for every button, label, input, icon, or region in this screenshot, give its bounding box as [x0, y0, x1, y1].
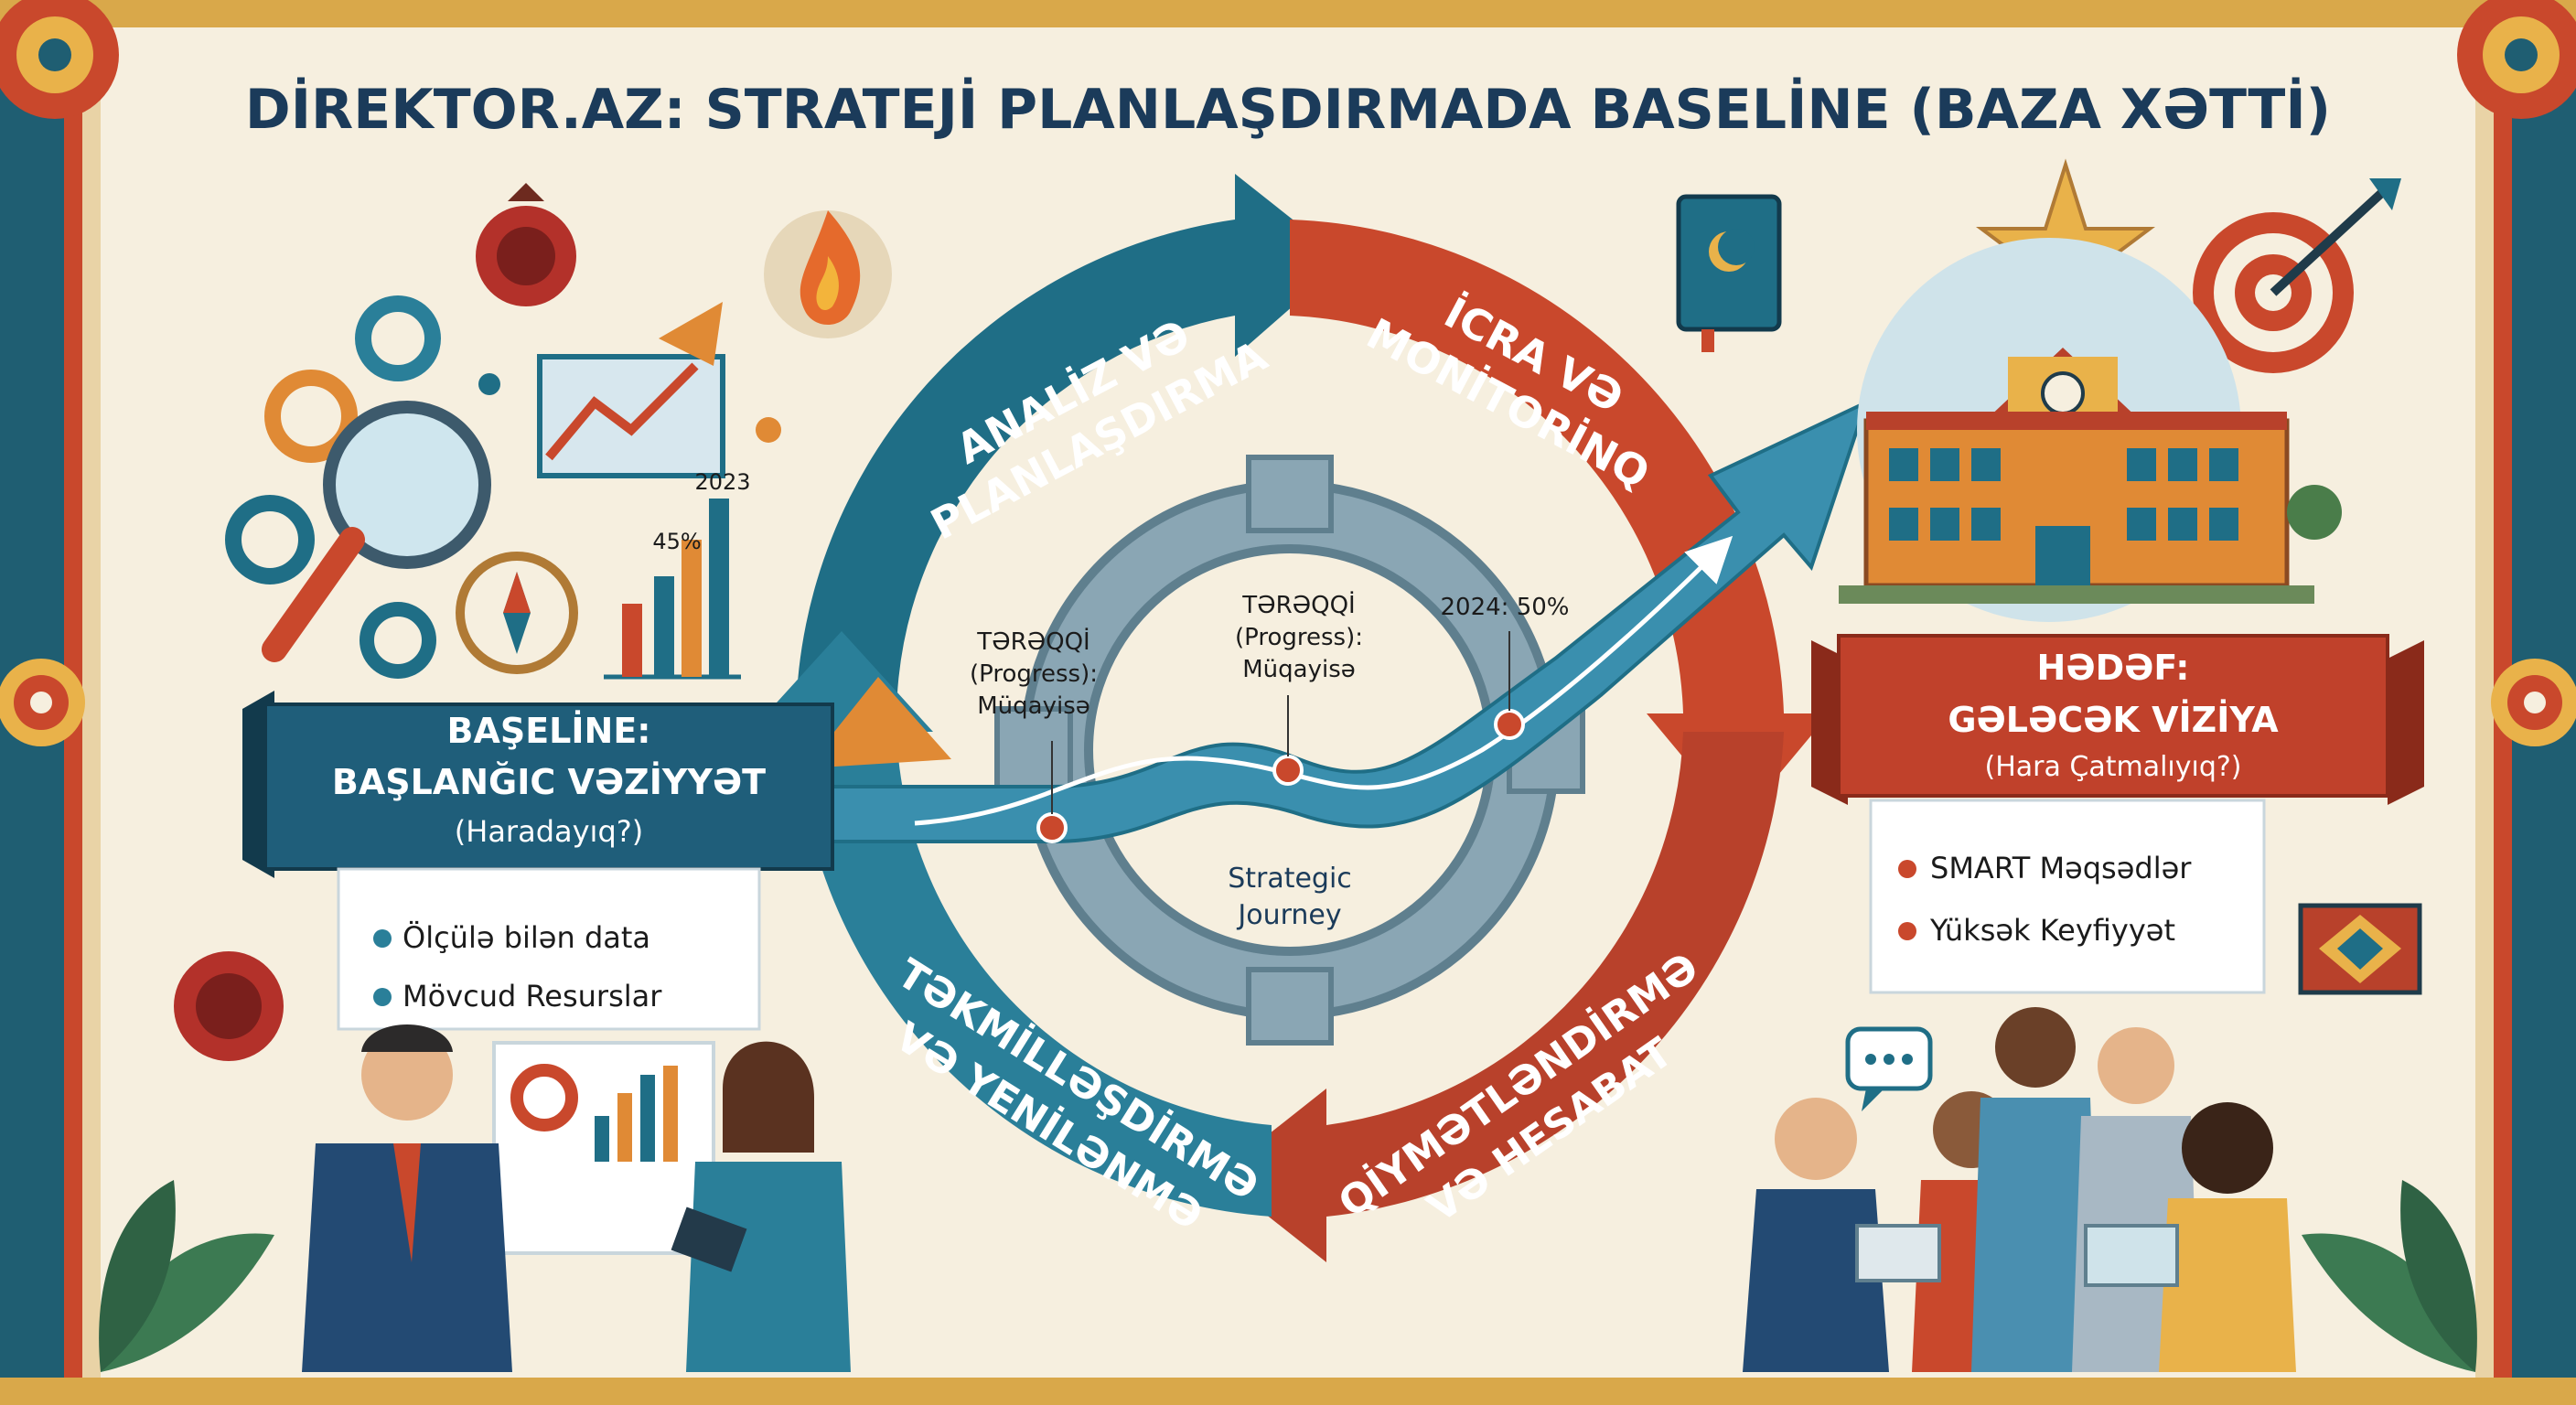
left-icon-cluster: 2023 45%: [225, 183, 892, 680]
goal-question: (Hara Çatmalıyıq?): [1984, 751, 2241, 783]
leaf-ornament-bottom-right: [2302, 1180, 2477, 1372]
progress-path-band: [821, 399, 1870, 843]
goal-title: HƏDƏF:: [2037, 648, 2190, 688]
team-tablet: [1855, 1224, 1941, 1282]
fire-icon: [764, 210, 892, 338]
team-member-3: [1971, 1007, 2099, 1372]
page-title: DİREKTOR.AZ: STRATEJİ PLANLAŞDIRMADA BAS…: [245, 76, 2331, 142]
people-illustration: [174, 951, 851, 1372]
pomegranate-icon-bottom: [174, 951, 284, 1061]
cycle-arrow-execution: [1290, 220, 1830, 823]
cycle-arrow-improvement: [750, 631, 1272, 1217]
target-icon: [2193, 178, 2401, 373]
progress-path: [821, 399, 1870, 843]
milestone-2024-label: 2024: 50%: [1441, 594, 1570, 621]
side-medallion-right: [2491, 659, 2576, 746]
carpet-icon: [2298, 903, 2422, 995]
presenter-woman: [671, 1041, 851, 1372]
goal-bullets-card: SMART Məqsədlər Yüksək Keyfiyyət: [1869, 799, 2266, 994]
progress-label-1: TƏRƏQQİ (Progress): Müqayisə: [970, 627, 1098, 720]
milestone-dot-3: [1494, 709, 1525, 740]
goal-banner: HƏDƏF: GƏLƏCƏK VİZİYA (Hara Çatmalıyıq?): [1811, 634, 2424, 805]
team-member-1: [1743, 1098, 1889, 1372]
team-member-5: [2159, 1102, 2296, 1372]
goal-subtitle: GƏLƏCƏK VİZİYA: [1948, 700, 2279, 740]
baseline-bullet-1: Ölçülə bilən data: [402, 920, 650, 955]
chart-year-label: 2023: [694, 469, 750, 495]
speech-bubble-icon: [1845, 1026, 1933, 1111]
presenter-man: [302, 1024, 512, 1372]
goal-bullet-2: Yüksək Keyfiyyət: [1929, 913, 2175, 948]
progress-label-2-line3: Müqayisə: [1242, 656, 1356, 683]
cycle-arrow-analysis: [796, 174, 1345, 713]
baseline-bullets-card: Ölçülə bilən data Mövcud Resurslar: [337, 867, 761, 1031]
baseline-banner: BAŞELİNE: BAŞLANĞIC VƏZİYYƏT (Haradayıq?…: [242, 691, 834, 878]
baseline-bullet-2: Mövcud Resurslar: [402, 979, 662, 1014]
gear-icon: [225, 295, 441, 679]
right-icon-cluster: [1676, 158, 2401, 622]
milestone-dot-1: [1036, 812, 1068, 843]
corner-ornament-top-right: [2457, 0, 2576, 119]
bar-chart-icon: [604, 499, 741, 680]
school-building-icon: [1839, 238, 2342, 622]
team-laptop: [2084, 1224, 2179, 1287]
progress-label-1-line2: (Progress):: [970, 660, 1098, 688]
trend-chart-icon: [478, 302, 781, 478]
center-label-line2: Journey: [1236, 899, 1341, 931]
side-medallion-left: [0, 659, 85, 746]
progress-label-1-line1: TƏRƏQQİ: [976, 627, 1089, 656]
baseline-title: BAŞELİNE:: [446, 711, 650, 751]
center-label-line1: Strategic: [1228, 863, 1352, 895]
goal-bullet-1: SMART Məqsədlər: [1930, 851, 2192, 885]
compass-icon: [456, 552, 578, 674]
cycle-accent-orange: [805, 677, 951, 768]
baseline-subtitle: BAŞLANĞIC VƏZİYYƏT: [332, 762, 766, 802]
progress-label-2-line2: (Progress):: [1235, 624, 1363, 651]
gear-central: [994, 455, 1585, 1046]
chart-percent-label: 45%: [652, 529, 701, 554]
progress-label-2-line1: TƏRƏQQİ: [1241, 590, 1355, 619]
cycle-arrow-evaluation: [1217, 732, 1784, 1262]
progress-label-1-line3: Müqayisə: [977, 692, 1090, 720]
progress-label-2: TƏRƏQQİ (Progress): Müqayisə: [1235, 590, 1363, 683]
milestone-dot-2: [1272, 755, 1304, 786]
corner-ornament-top-left: [0, 0, 119, 119]
team-illustration: [1743, 1007, 2296, 1372]
pomegranate-icon: [476, 183, 576, 306]
progress-path-line: [914, 535, 1733, 826]
leaf-ornament-bottom-left: [99, 1180, 274, 1372]
baseline-question: (Haradayıq?): [455, 814, 643, 849]
magnifier-icon: [262, 401, 491, 662]
book-icon: [1676, 194, 1782, 352]
